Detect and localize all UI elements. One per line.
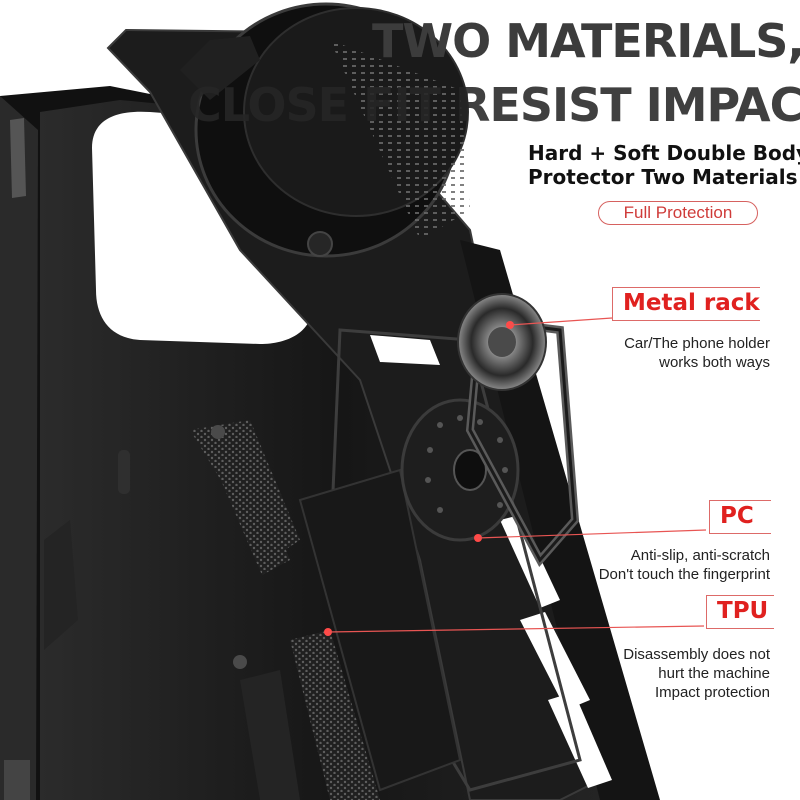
subheading-line-2: Protector Two Materials [528,165,798,189]
subheading: Hard + Soft Double Body Protector Two Ma… [528,141,800,189]
subheading-line-1: Hard + Soft Double Body [528,141,800,165]
callout-line: hurt the machine [658,665,770,682]
callout-title-pc: PC [709,500,771,534]
callout-title-tpu: TPU [706,595,774,629]
metal-ring-holder [457,293,580,567]
headline-line-1: TWO MATERIALS, [372,14,800,68]
callout-line: Anti-slip, anti-scratch [630,547,770,564]
callout-desc-metal-rack: Car/The phone holder works both ways [624,334,770,372]
callout-title-metal-rack: Metal rack [612,287,760,321]
callout-line: Car/The phone holder [624,335,770,352]
callout-desc-pc: Anti-slip, anti-scratch Don't touch the … [599,546,770,584]
full-protection-badge: Full Protection [598,201,758,225]
callout-leaders [324,317,707,636]
callout-line: Don't touch the fingerprint [598,566,770,583]
callout-line: works both ways [659,354,770,371]
callout-line: Disassembly does not [623,646,770,663]
ring-mount-plate [400,398,520,542]
headline-line-2: CLOSE FIT RESIST IMPACT [188,78,800,132]
callout-desc-tpu: Disassembly does not hurt the machine Im… [623,645,770,702]
callout-line: Impact protection [654,684,770,701]
camera-slide-cover [180,2,470,258]
front-frame [106,28,660,800]
